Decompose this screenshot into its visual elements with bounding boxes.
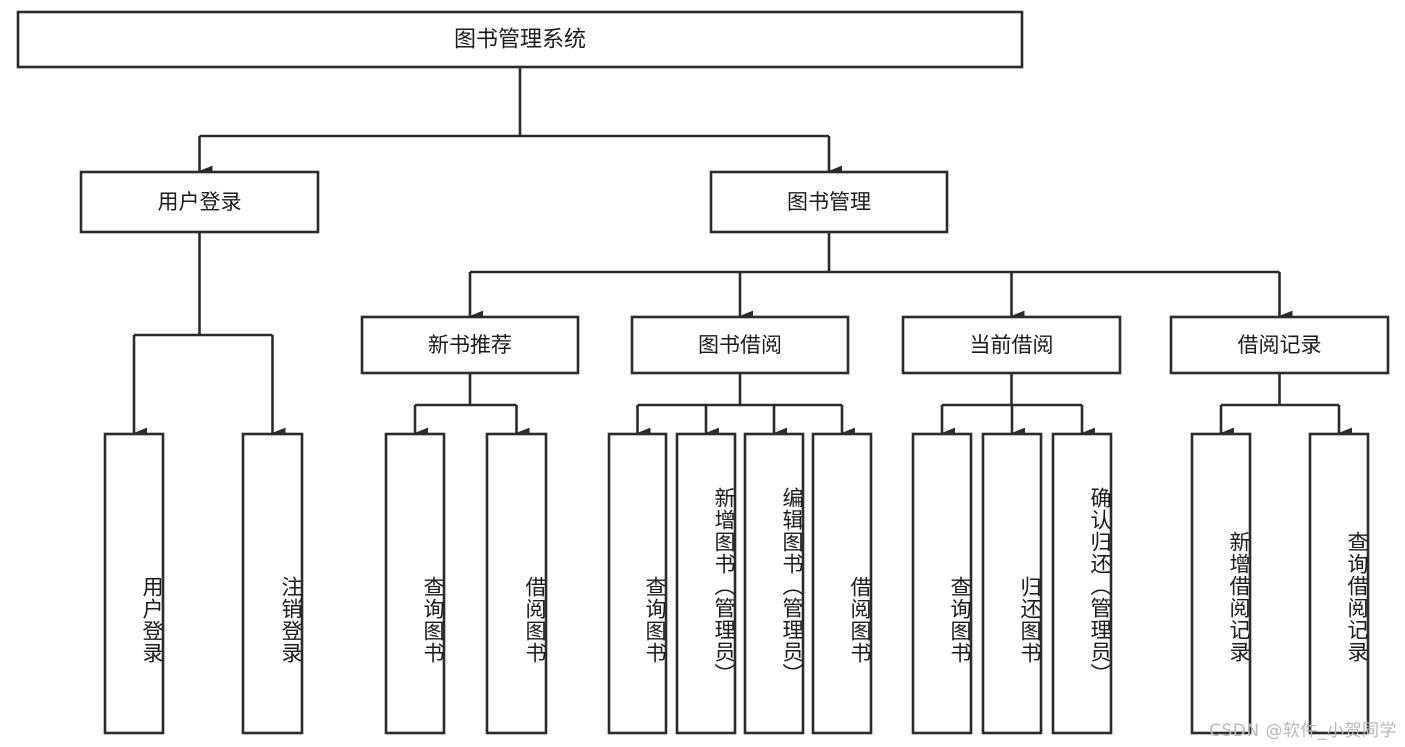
node-box-book-borrow[interactable] [630,315,850,375]
node-box-new-book-recommend[interactable] [360,315,580,375]
node-box-root[interactable] [16,10,1024,69]
node-box-leaf-query-book-1[interactable] [384,432,446,735]
node-box-leaf-user-login[interactable] [103,432,165,735]
connector-group [132,67,1353,439]
node-box-leaf-confirm-return-admin[interactable] [1051,432,1113,735]
node-box-leaf-borrow-book-1[interactable] [485,432,548,735]
node-box-leaf-query-book-3[interactable] [911,432,973,735]
watermark: CSDN @软件_小贺同学 [1209,721,1397,741]
node-box-borrow-record[interactable] [1169,315,1390,375]
node-label-user-login: 用户登录 [158,190,242,214]
node-box-current-borrow[interactable] [901,315,1122,375]
node-box-leaf-query-borrow-record[interactable] [1308,432,1370,735]
node-box-group [16,10,1390,735]
node-box-leaf-return-book[interactable] [981,432,1043,735]
node-label-book-borrow: 图书借阅 [698,333,782,357]
node-label-current-borrow: 当前借阅 [970,333,1054,357]
node-label-borrow-record: 借阅记录 [1238,333,1322,357]
node-box-book-manage[interactable] [709,170,949,234]
node-label-book-manage: 图书管理 [787,190,871,214]
node-label-new-book-recommend: 新书推荐 [428,333,512,357]
node-box-leaf-edit-book-admin[interactable] [743,432,805,735]
node-box-user-login[interactable] [79,170,320,234]
node-box-leaf-query-book-2[interactable] [607,432,668,735]
node-box-leaf-add-book-admin[interactable] [675,432,737,735]
node-label-root: 图书管理系统 [454,28,586,53]
node-box-leaf-logout-login[interactable] [241,432,304,735]
node-box-leaf-borrow-book-2[interactable] [811,432,873,735]
node-box-leaf-add-borrow-record[interactable] [1190,432,1252,735]
